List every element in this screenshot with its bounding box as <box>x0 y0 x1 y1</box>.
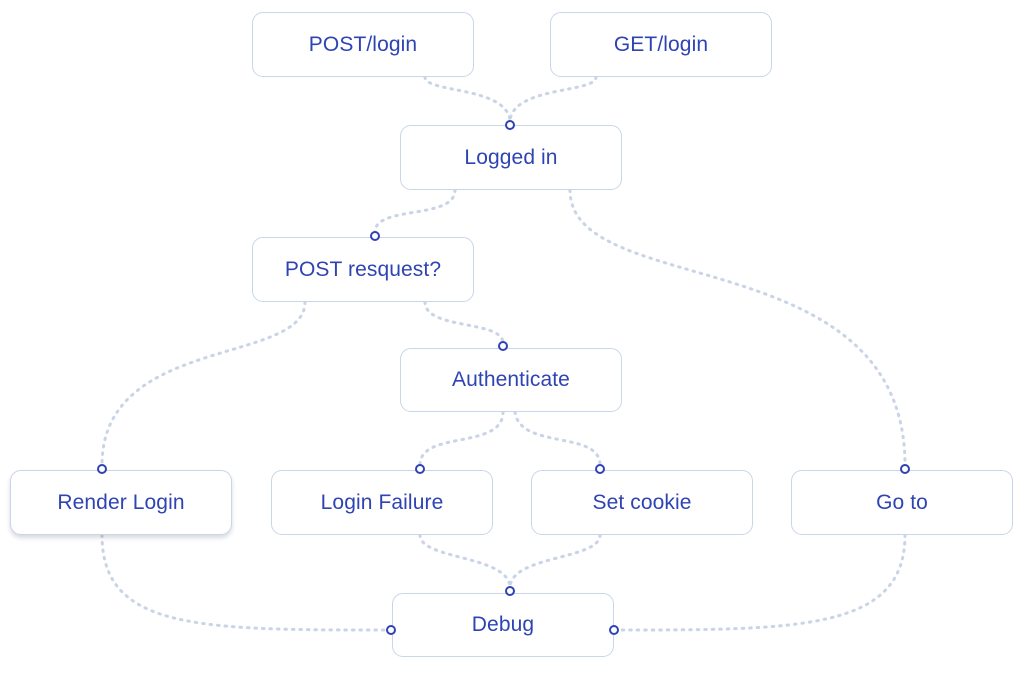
node-logged-in-label: Logged in <box>464 145 558 169</box>
edge-logged-in-to-go-to <box>568 188 907 467</box>
node-set-cookie-label: Set cookie <box>592 490 692 514</box>
port-debug-right-input[interactable] <box>609 625 619 635</box>
node-login-failure[interactable]: Login Failure <box>271 470 493 535</box>
node-render-login-label: Render Login <box>57 490 185 514</box>
node-set-cookie[interactable]: Set cookie <box>531 470 753 535</box>
port-set-cookie-input[interactable] <box>595 464 605 474</box>
port-render-login-input[interactable] <box>97 464 107 474</box>
port-logged-in-input[interactable] <box>505 120 515 130</box>
edge-post-request-to-authenticate <box>423 300 505 345</box>
node-debug[interactable]: Debug <box>392 593 614 657</box>
edge-render-login-to-debug <box>100 533 390 632</box>
node-post-login-label: POST/login <box>308 32 418 56</box>
node-go-to-label: Go to <box>876 490 928 514</box>
node-go-to[interactable]: Go to <box>791 470 1013 535</box>
node-render-login[interactable]: Render Login <box>10 470 232 535</box>
port-post-request-input[interactable] <box>370 231 380 241</box>
edge-authenticate-to-login-failure <box>418 410 505 467</box>
node-post-request[interactable]: POST resquest? <box>252 237 474 302</box>
node-authenticate[interactable]: Authenticate <box>400 348 622 412</box>
node-get-login-label: GET/login <box>613 32 709 56</box>
port-debug-left-input[interactable] <box>386 625 396 635</box>
edge-login-failure-to-debug <box>418 533 512 590</box>
node-logged-in[interactable]: Logged in <box>400 125 622 190</box>
node-debug-label: Debug <box>471 613 535 636</box>
node-get-login[interactable]: GET/login <box>550 12 772 77</box>
edge-logged-in-to-post-request <box>373 188 457 234</box>
port-authenticate-input[interactable] <box>498 341 508 351</box>
edge-authenticate-to-set-cookie <box>513 410 602 467</box>
edge-go-to-to-debug <box>614 533 907 632</box>
node-post-request-label: POST resquest? <box>284 257 442 281</box>
node-login-failure-label: Login Failure <box>320 490 444 514</box>
port-go-to-input[interactable] <box>900 464 910 474</box>
edge-post-login-to-logged-in <box>423 75 512 122</box>
port-debug-top-input[interactable] <box>505 586 515 596</box>
port-login-failure-input[interactable] <box>415 464 425 474</box>
edge-set-cookie-to-debug <box>508 533 602 590</box>
node-post-login[interactable]: POST/login <box>252 12 474 77</box>
edge-post-request-to-render-login <box>100 300 307 467</box>
edge-get-login-to-logged-in <box>508 75 598 122</box>
node-authenticate-label: Authenticate <box>452 368 570 391</box>
